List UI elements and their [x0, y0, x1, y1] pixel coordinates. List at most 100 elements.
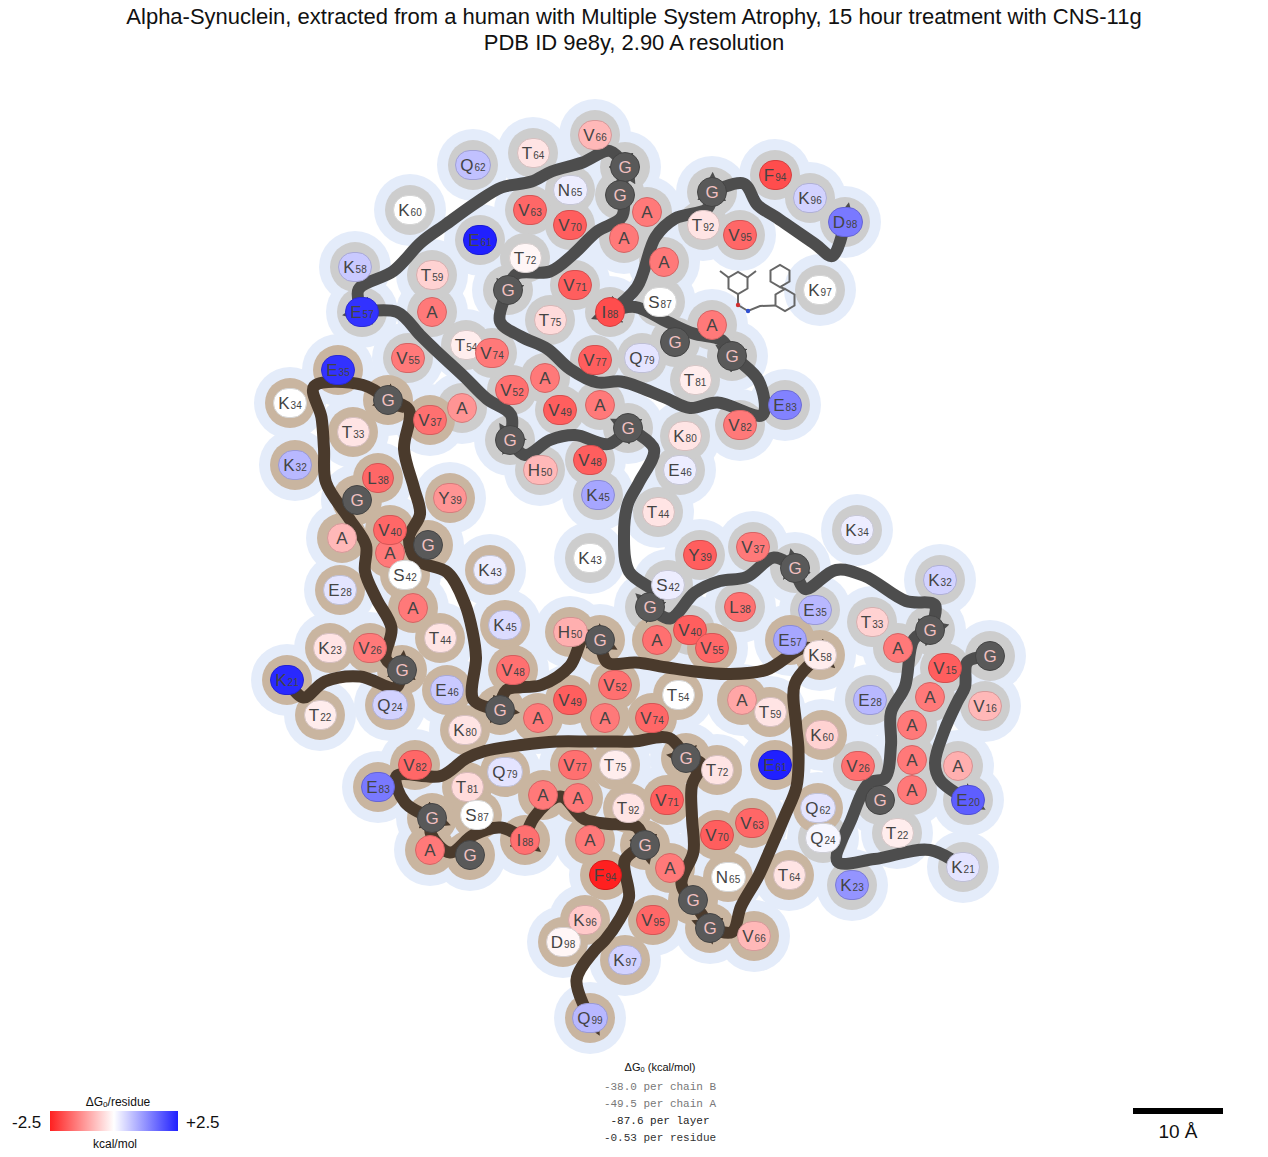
residue-letter: K	[278, 395, 289, 412]
residue-number: 24	[392, 697, 403, 713]
legend-text: ΔGₒ/residue	[86, 1094, 151, 1110]
residue-node: A	[727, 685, 757, 715]
residue-number: 62	[475, 157, 486, 173]
residue-letter: K	[840, 877, 851, 894]
residue-number: 37	[431, 412, 442, 428]
residue-number: 46	[681, 462, 692, 478]
residue-letter: G	[705, 184, 718, 201]
residue-number: 35	[816, 602, 827, 618]
ligand-bond	[720, 271, 729, 278]
residue-number: 58	[821, 647, 832, 663]
residue-node: A	[563, 783, 593, 813]
residue-node: A	[415, 835, 445, 865]
residue-node: Y39	[433, 483, 467, 513]
region-blob	[455, 215, 505, 265]
residue-number: 49	[561, 402, 572, 418]
residue-letter: G	[395, 662, 408, 679]
residue-letter: V	[480, 345, 491, 362]
residue-number: 94	[605, 867, 616, 883]
residue-node: K80	[448, 715, 482, 745]
residue-letter: V	[700, 640, 711, 657]
residue-node: A	[417, 297, 447, 327]
residue-number: 71	[576, 277, 587, 293]
residue-letter: V	[740, 815, 751, 832]
residue-number: 32	[941, 572, 952, 588]
residue-letter: A	[532, 710, 543, 727]
region-blob	[795, 265, 845, 315]
residue-letter: N	[716, 869, 728, 886]
ligand-bond	[748, 271, 757, 278]
residue-node: A	[915, 682, 945, 712]
residue-node: K97	[803, 275, 837, 305]
residue-letter: E	[328, 582, 339, 599]
residue-node: G	[660, 327, 690, 357]
residue-letter: V	[583, 352, 594, 369]
residue-letter: E	[803, 602, 814, 619]
residue-letter: V	[678, 622, 689, 639]
residue-letter: V	[973, 698, 984, 715]
region-blob	[565, 533, 615, 583]
residue-letter: A	[618, 230, 629, 247]
residue-letter: T	[421, 267, 431, 284]
residue-node: G	[780, 553, 810, 583]
residue-number: 48	[591, 452, 602, 468]
residue-letter: T	[456, 779, 466, 796]
residue-letter: V	[403, 757, 414, 774]
residue-node: K58	[338, 252, 372, 282]
solvent-halo	[251, 99, 1026, 1054]
residue-node: T81	[451, 772, 484, 802]
residue-node: K43	[573, 543, 607, 573]
residue-number: 64	[533, 145, 544, 161]
residue-letter: E	[468, 232, 479, 249]
residue-letter: T	[647, 504, 657, 521]
residue-node: A	[649, 247, 679, 277]
region-blob	[448, 140, 498, 190]
residue-number: 94	[775, 167, 786, 183]
residue-letter: T	[692, 217, 702, 234]
residue-node: T75	[534, 305, 567, 335]
residue-letter: G	[463, 847, 476, 864]
region-blob	[565, 993, 615, 1043]
residue-number: 79	[644, 350, 655, 366]
residue-letter: A	[572, 790, 583, 807]
residue-letter: E	[956, 792, 967, 809]
residue-number: 59	[770, 704, 781, 720]
residue-number: 20	[969, 792, 980, 808]
residue-letter: K	[586, 487, 597, 504]
residue-letter: A	[924, 689, 935, 706]
legend-text: kcal/mol	[93, 1136, 137, 1152]
residue-number: 77	[596, 352, 607, 368]
residue-number: 80	[686, 428, 697, 444]
residue-letter: K	[928, 572, 939, 589]
region-blob	[265, 378, 315, 428]
residue-letter: A	[599, 710, 610, 727]
residue-letter: G	[350, 492, 363, 509]
residue-letter: V	[640, 710, 651, 727]
residue-number: 23	[331, 640, 342, 656]
residue-letter: K	[578, 550, 589, 567]
residue-number: 63	[531, 202, 542, 218]
legend-text: -49.5 per chain A	[604, 1097, 716, 1112]
residue-letter: G	[593, 632, 606, 649]
residue-number: 72	[525, 250, 536, 266]
region-blob	[480, 600, 530, 650]
residue-letter: G	[686, 892, 699, 909]
region-blob	[425, 473, 475, 523]
residue-letter: Q	[629, 350, 642, 367]
residue-letter: V	[418, 412, 429, 429]
residue-letter: V	[728, 417, 739, 434]
ligand-atom	[736, 303, 740, 307]
residue-letter: A	[952, 758, 963, 775]
residue-letter: G	[501, 282, 514, 299]
residue-letter: G	[638, 837, 651, 854]
residue-number: 71	[668, 792, 679, 808]
residue-letter: K	[845, 522, 856, 539]
residue-node: G	[455, 840, 485, 870]
residue-number: 70	[571, 217, 582, 233]
residue-number: 32	[296, 457, 307, 473]
residue-number: 61	[776, 757, 787, 773]
beta-strand-arrow	[836, 630, 963, 867]
residue-number: 57	[363, 304, 374, 320]
residue-number: 43	[591, 550, 602, 566]
residue-node: G	[605, 180, 635, 210]
